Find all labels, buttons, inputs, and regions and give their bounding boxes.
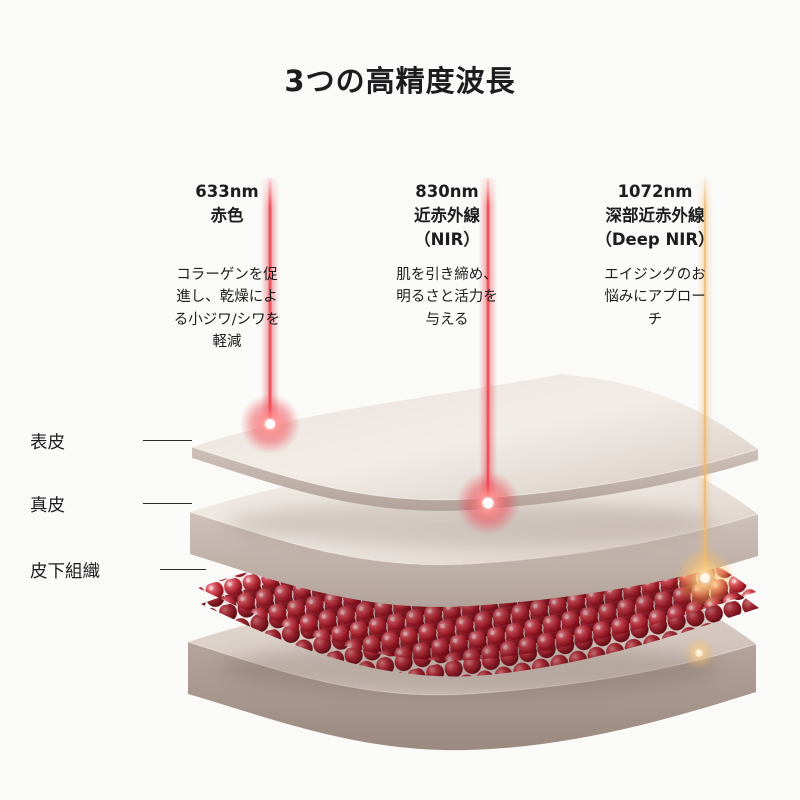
- nir-beam-1072nm: [675, 178, 735, 669]
- wavelength-group-633nm: 633nm 赤色 コラーゲンを促進し、乾燥による小ジワ/シワを軽減: [145, 180, 309, 354]
- page-title: 3つの高精度波長: [284, 64, 516, 98]
- beam-top-fade-633: [256, 172, 284, 206]
- wavelength-heading-1072nm: 1072nm 深部近赤外線 （Deep NIR）: [595, 182, 715, 249]
- beam-core: [486, 178, 490, 503]
- wavelength-group-1072nm: 1072nm 深部近赤外線 （Deep NIR） エイジングのお悩みにアプローチ: [573, 180, 737, 331]
- beam-top-fade-830: [474, 172, 502, 206]
- beam-core: [703, 178, 707, 578]
- red-beam-830nm: [456, 178, 520, 535]
- epidermis-top-face: [190, 373, 760, 501]
- wavelength-description-633nm: コラーゲンを促進し、乾燥による小ジワ/シワを軽減: [173, 267, 281, 351]
- epidermis-sheet: [190, 373, 760, 511]
- subcutaneous-pointer-line: [160, 569, 206, 570]
- base-sheet-side-face: [188, 642, 756, 751]
- wavelength-description-1072nm: エイジングのお悩みにアプローチ: [604, 267, 706, 328]
- skin-layer-label-epidermis: 表皮: [30, 433, 65, 453]
- beam-impact-core-1072: [700, 573, 710, 583]
- epidermis-side-face: [192, 447, 758, 511]
- dermis-side-face: [190, 512, 758, 607]
- epidermis-pointer-line: [143, 440, 192, 441]
- wavelength-heading-633nm: 633nm 赤色: [195, 182, 259, 225]
- wavelength-group-830nm: 830nm 近赤外線 （NIR） 肌を引き締め、明るさと活力を与える: [365, 180, 529, 331]
- beam-impact-core-633: [265, 419, 275, 429]
- dermis-pointer-line: [143, 503, 192, 504]
- wavelength-description-830nm: 肌を引き締め、明るさと活力を与える: [396, 267, 498, 328]
- red-beam-633nm: [240, 178, 300, 454]
- beam-top-fade-1072: [691, 172, 719, 206]
- beam-impact-core-830: [482, 497, 494, 509]
- beam-core: [268, 178, 272, 424]
- beam-secondary-glint-core: [695, 649, 703, 657]
- skin-layer-label-subcutaneous: 皮下組織: [30, 562, 100, 582]
- wavelength-heading-830nm: 830nm 近赤外線 （NIR）: [414, 182, 480, 249]
- skin-layer-label-dermis: 真皮: [30, 496, 65, 516]
